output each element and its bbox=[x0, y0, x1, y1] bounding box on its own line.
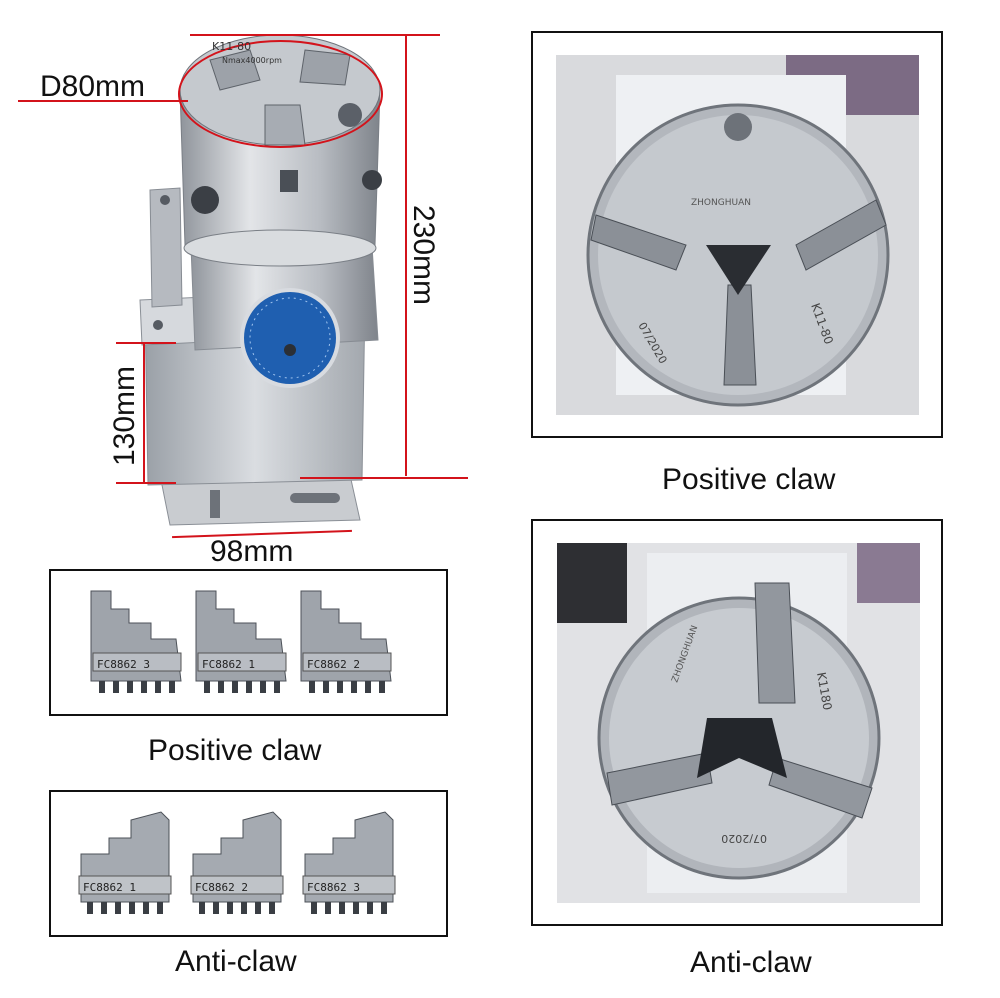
jaw-code: FC8862 3 bbox=[307, 881, 360, 894]
diameter-top-line bbox=[190, 34, 440, 36]
anti-jaws-image: FC8862 1 FC8862 2 FC8862 3 bbox=[78, 811, 396, 915]
anti-jaws-frame: FC8862 1 FC8862 2 FC8862 3 bbox=[49, 790, 448, 937]
diameter-leader-line bbox=[18, 100, 188, 102]
height-base-top-line bbox=[116, 342, 176, 344]
height-total-line bbox=[405, 36, 407, 476]
anti-jaws-caption: Anti-claw bbox=[175, 945, 297, 978]
jaw-code: FC8862 1 bbox=[202, 658, 255, 671]
anti-claw-photo-frame: ZHONGHUAN K1180 07/2020 bbox=[531, 519, 943, 926]
height-base-bottom-line bbox=[116, 482, 176, 484]
main-chuck-model: K11-80 bbox=[212, 40, 252, 53]
main-chuck-rpm: Nmax4000rpm bbox=[222, 56, 282, 65]
diameter-ellipse bbox=[178, 40, 383, 148]
height-bottom-line bbox=[300, 477, 468, 479]
positive-jaws-image: FC8862 3 FC8862 1 FC8862 2 bbox=[90, 590, 392, 694]
anti-claw-photo-caption: Anti-claw bbox=[690, 946, 812, 979]
positive-claw-photo: ZHONGHUAN K11-80 07/2020 bbox=[556, 55, 919, 415]
height-total-label: 230mm bbox=[407, 205, 440, 306]
jaw-code: FC8862 1 bbox=[83, 881, 136, 894]
positive-claw-photo-caption: Positive claw bbox=[662, 463, 836, 496]
diameter-label: D80mm bbox=[40, 70, 146, 103]
height-base-label: 130mm bbox=[108, 365, 141, 466]
chuck-date-anti: 07/2020 bbox=[721, 832, 767, 845]
width-label: 98mm bbox=[210, 535, 294, 568]
chuck-brand: ZHONGHUAN bbox=[691, 198, 751, 208]
chuck-model-anti: K1180 bbox=[814, 671, 834, 711]
jaw-code: FC8862 2 bbox=[307, 658, 360, 671]
anti-claw-photo: ZHONGHUAN K1180 07/2020 bbox=[557, 543, 920, 903]
height-base-line bbox=[143, 342, 145, 482]
positive-jaws-frame: FC8862 3 FC8862 1 FC8862 2 bbox=[49, 569, 448, 716]
positive-jaws-caption: Positive claw bbox=[148, 734, 322, 767]
jaw-code: FC8862 2 bbox=[195, 881, 248, 894]
jaw-code: FC8862 3 bbox=[97, 658, 150, 671]
positive-claw-photo-frame: ZHONGHUAN K11-80 07/2020 bbox=[531, 31, 943, 438]
